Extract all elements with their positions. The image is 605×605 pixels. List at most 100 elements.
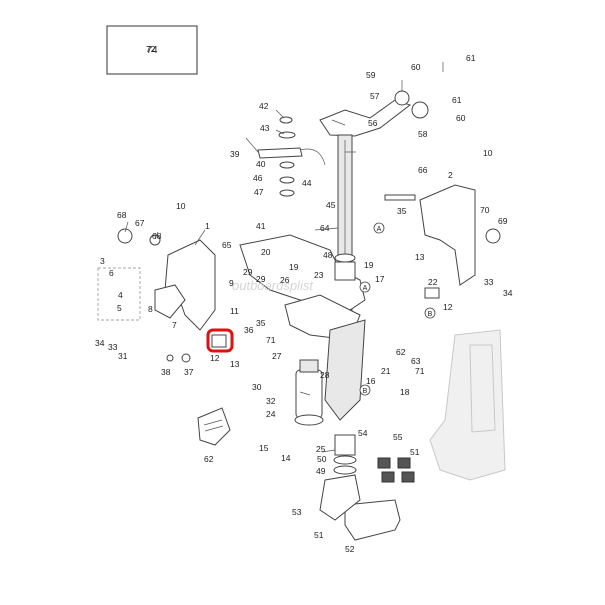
callout-28: 28 xyxy=(320,370,330,380)
washer-stack xyxy=(333,434,357,475)
ref-a-2: A xyxy=(363,285,368,292)
group-bracket-3 xyxy=(97,267,141,321)
callout-69: 69 xyxy=(498,216,508,226)
page-label: 74 xyxy=(146,45,158,56)
callout-57: 57 xyxy=(370,91,380,101)
left-clamp-bracket xyxy=(154,239,216,331)
callout-61: 61 xyxy=(466,53,476,63)
callout-60: 60 xyxy=(411,62,421,72)
callout-45: 45 xyxy=(326,200,336,210)
callout-49: 49 xyxy=(316,466,326,476)
callout-14: 14 xyxy=(281,453,291,463)
callout-68: 68 xyxy=(152,231,162,241)
callout-22: 22 xyxy=(428,277,438,287)
callout-41: 41 xyxy=(256,221,266,231)
callout-24: 24 xyxy=(266,409,276,419)
watermark: outboardsplist xyxy=(232,278,314,293)
callout-65: 65 xyxy=(222,240,232,250)
callout-42: 42 xyxy=(259,101,269,111)
handle-64 xyxy=(197,407,231,446)
callout-35: 35 xyxy=(256,318,266,328)
callout-51: 51 xyxy=(410,447,420,457)
callout-63: 63 xyxy=(411,356,421,366)
callout-3: 3 xyxy=(100,256,105,266)
callout-72: 72 xyxy=(146,44,156,54)
callout-68: 68 xyxy=(117,210,127,220)
callout-46: 46 xyxy=(253,173,263,183)
trim-tab xyxy=(319,474,401,541)
callout-64: 64 xyxy=(320,223,330,233)
callout-10: 10 xyxy=(176,201,186,211)
callout-38: 38 xyxy=(161,367,171,377)
callout-18: 18 xyxy=(400,387,410,397)
pads-53 xyxy=(377,457,415,483)
callout-35: 35 xyxy=(397,206,407,216)
callout-39: 39 xyxy=(230,149,240,159)
highlight-part-12 xyxy=(206,328,234,353)
callout-56: 56 xyxy=(368,118,378,128)
callout-70: 70 xyxy=(480,205,490,215)
callout-51: 51 xyxy=(314,530,324,540)
callout-11: 11 xyxy=(230,306,239,316)
callout-26: 26 xyxy=(280,275,290,285)
hardware-items xyxy=(117,116,501,363)
callout-32: 32 xyxy=(266,396,276,406)
ref-b-1: B xyxy=(428,311,433,318)
callout-labels: 1 2 3 4 5 6 7 8 9 10 10 11 12 12 13 13 1… xyxy=(95,44,513,554)
callout-30: 30 xyxy=(252,382,262,392)
callout-21: 21 xyxy=(381,366,391,376)
callout-13: 13 xyxy=(415,252,425,262)
callout-62: 62 xyxy=(396,347,406,357)
callout-54: 54 xyxy=(358,428,368,438)
callout-34: 34 xyxy=(503,288,513,298)
callout-23: 23 xyxy=(314,270,324,280)
callout-36: 36 xyxy=(244,325,254,335)
callout-67: 67 xyxy=(135,218,145,228)
callout-7: 7 xyxy=(172,320,177,330)
callout-9: 9 xyxy=(229,278,234,288)
right-clamp-bracket xyxy=(419,184,476,286)
callout-12: 12 xyxy=(210,353,220,363)
callout-17: 17 xyxy=(375,274,385,284)
callout-48: 48 xyxy=(323,250,333,260)
callout-6: 6 xyxy=(109,268,114,278)
callout-60: 60 xyxy=(456,113,466,123)
callout-44: 44 xyxy=(302,178,312,188)
page-label-box: 74 xyxy=(106,25,198,75)
callout-25: 25 xyxy=(316,444,326,454)
callout-50: 50 xyxy=(317,454,327,464)
callout-1: 1 xyxy=(205,221,210,231)
callout-16: 16 xyxy=(366,376,376,386)
callout-8: 8 xyxy=(148,304,153,314)
callout-61: 61 xyxy=(452,95,462,105)
callout-71: 71 xyxy=(415,366,425,376)
callout-20: 20 xyxy=(261,247,271,257)
swivel-bracket xyxy=(239,234,366,421)
engine-lower-unit-silhouette xyxy=(429,329,506,481)
circled-refs: A A B B xyxy=(359,222,436,396)
callout-15: 15 xyxy=(259,443,269,453)
callout-59: 59 xyxy=(366,70,376,80)
callout-31: 31 xyxy=(118,351,128,361)
leader-lines xyxy=(124,62,444,453)
callout-53: 53 xyxy=(292,507,302,517)
callout-27: 27 xyxy=(272,351,282,361)
callout-55: 55 xyxy=(393,432,403,442)
ref-a-1: A xyxy=(377,226,382,233)
callout-66: 66 xyxy=(418,165,428,175)
callout-71: 71 xyxy=(266,335,276,345)
callout-13: 13 xyxy=(230,359,240,369)
callout-19: 19 xyxy=(289,262,299,272)
callout-19: 19 xyxy=(364,260,374,270)
callout-40: 40 xyxy=(256,159,266,169)
callout-12: 12 xyxy=(443,302,453,312)
ref-b-2: B xyxy=(363,388,368,395)
callout-62: 62 xyxy=(204,454,214,464)
callout-47: 47 xyxy=(254,187,264,197)
callout-52: 52 xyxy=(345,544,355,554)
callout-34: 34 xyxy=(95,338,105,348)
callout-58: 58 xyxy=(418,129,428,139)
callout-43: 43 xyxy=(260,123,270,133)
callout-5: 5 xyxy=(117,303,122,313)
